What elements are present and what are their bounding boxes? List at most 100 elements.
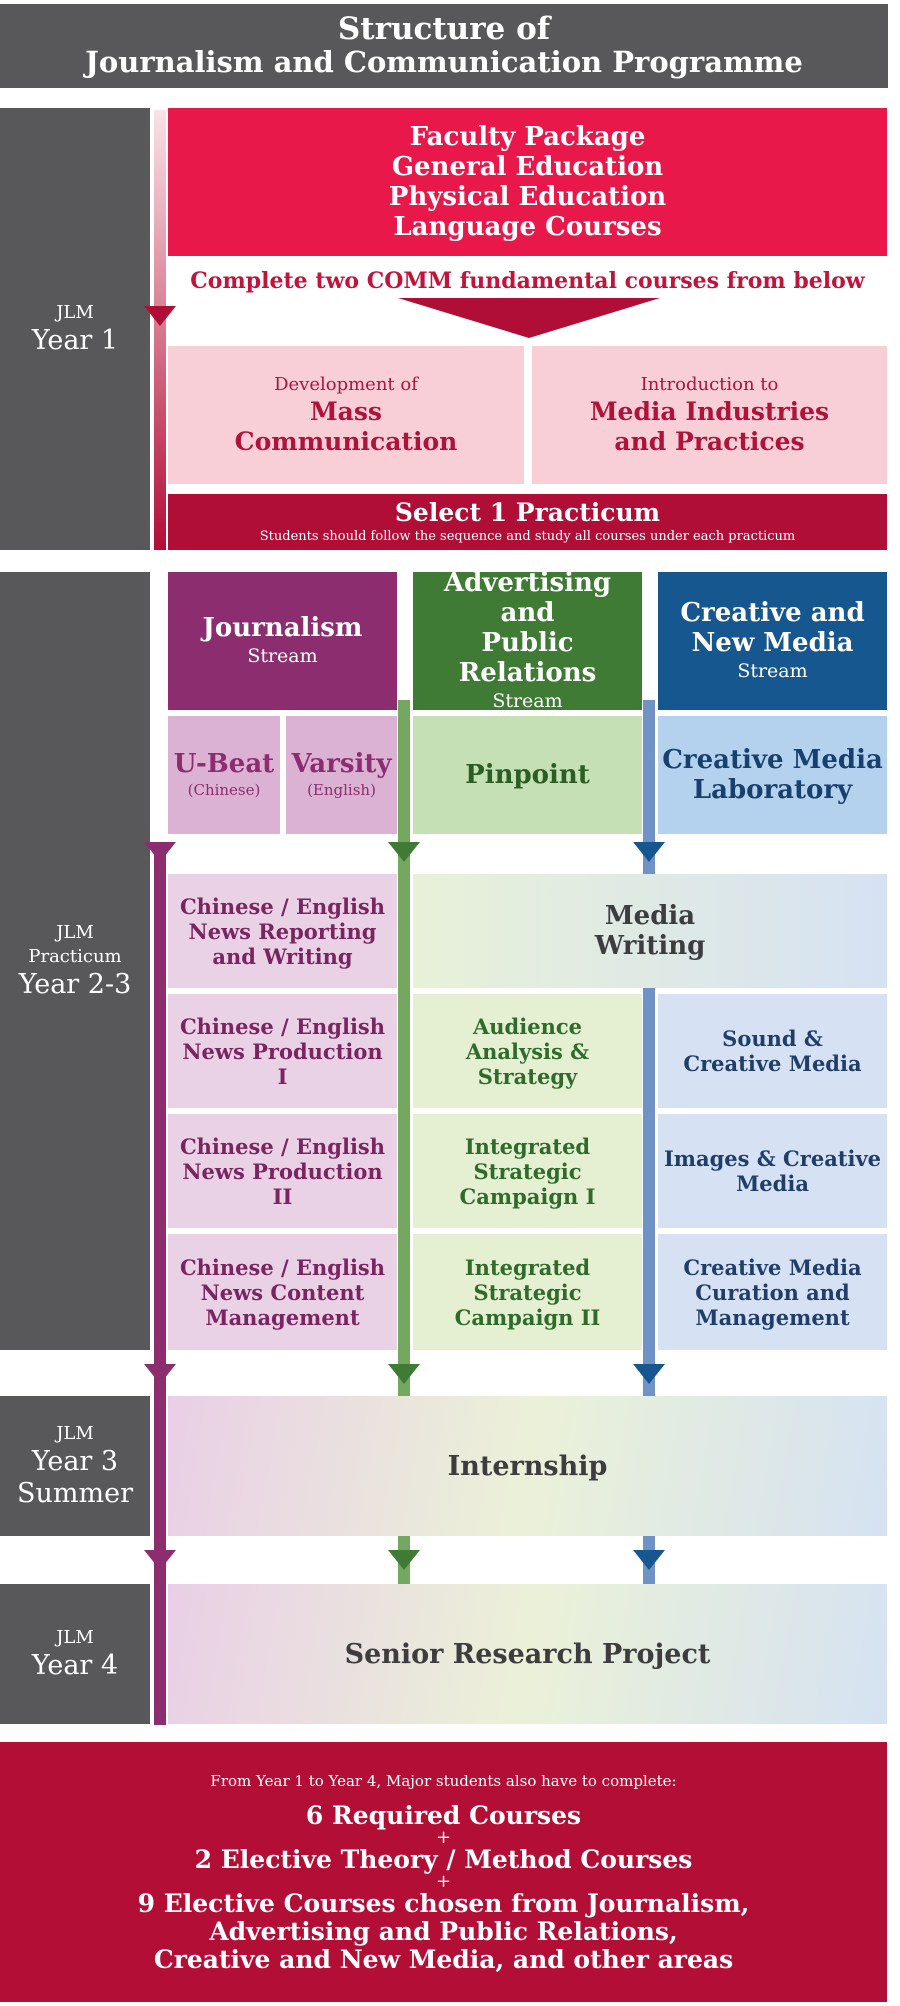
journalism-arrow-icon: [144, 1364, 176, 1384]
year3s-summer: Summer: [17, 1478, 133, 1509]
practicum-language: (English): [307, 781, 376, 799]
advertising-arrow-icon: [388, 1364, 420, 1384]
year4-label: JLM Year 4: [0, 1584, 150, 1724]
practicum-language: (Chinese): [187, 781, 261, 799]
select-practicum-note: Students should follow the sequence and …: [259, 529, 796, 544]
course-line: Chinese / English: [179, 1133, 386, 1159]
course-line: Integrated Strategic: [464, 1254, 591, 1305]
year1-flow-rail: [154, 110, 166, 550]
elective-courses-line: 9 Elective Courses chosen from Journalis…: [137, 1889, 750, 1918]
year23-title: Year 2-3: [18, 969, 132, 1000]
course-line: Analysis & Strategy: [465, 1038, 590, 1089]
stream-label: Stream: [492, 690, 563, 712]
media-writing-course: Media Writing: [413, 874, 887, 988]
major-requirements-box: From Year 1 to Year 4, Major students al…: [0, 1742, 887, 2002]
course-line: I: [277, 1063, 288, 1089]
course-line: Chinese / English: [179, 1013, 386, 1039]
title-line-1: Structure of: [337, 11, 551, 47]
journalism-course-1: Chinese / English News Reporting and Wri…: [168, 874, 397, 988]
comm-course-title: Communication: [234, 427, 458, 456]
course-line: News Production: [182, 1158, 383, 1184]
course-line: Audience: [473, 1013, 582, 1039]
course-line: Integrated Strategic: [464, 1133, 591, 1184]
practicum-name: Varsity: [291, 749, 392, 779]
year3s-prefix: JLM: [56, 1423, 94, 1444]
funnel-arrow-icon: [398, 298, 660, 338]
title-line-2: Journalism and Communication Programme: [85, 45, 803, 79]
year1-label: JLM Year 1: [0, 108, 150, 550]
creative-course-1: Sound & Creative Media: [658, 994, 887, 1108]
practicum-creative-media-lab: Creative Media Laboratory: [658, 716, 887, 834]
course-line: Management: [205, 1304, 360, 1330]
course-line: News Content: [200, 1279, 365, 1305]
course-line: News Reporting: [188, 918, 377, 944]
practicum-varsity: Varsity (English): [286, 716, 397, 834]
course-line: Management: [695, 1304, 850, 1330]
language-courses-item: Language Courses: [393, 212, 662, 242]
advertising-arrow-icon: [388, 1550, 420, 1570]
advertising-arrow-icon: [388, 842, 420, 862]
course-line: Chinese / English: [179, 893, 386, 919]
advertising-course-1: Audience Analysis & Strategy: [413, 994, 642, 1108]
stream-name: Public Relations: [458, 628, 597, 688]
year23-prefix: JLM: [56, 922, 94, 943]
physical-education-item: Physical Education: [388, 182, 667, 212]
stream-name: Creative and: [680, 598, 865, 628]
comm-course-prefix: Introduction to: [640, 374, 779, 395]
comm-course-prefix: Development of: [274, 374, 418, 395]
senior-project-label: Senior Research Project: [344, 1638, 711, 1670]
stream-name: Journalism: [202, 613, 363, 643]
faculty-package-box: Faculty Package General Education Physic…: [168, 108, 887, 256]
elective-courses-line: Advertising and Public Relations,: [209, 1917, 678, 1946]
course-line: Writing: [594, 931, 706, 961]
comm-fundamental-note: Complete two COMM fundamental courses fr…: [190, 268, 865, 294]
course-line: Campaign II: [454, 1304, 601, 1330]
stream-label: Stream: [737, 660, 808, 682]
practicum-pinpoint: Pinpoint: [413, 716, 642, 834]
elective-courses-line: Creative and New Media, and other areas: [153, 1945, 734, 1974]
senior-research-project-box: Senior Research Project: [168, 1584, 887, 1724]
creative-stream-header: Creative and New Media Stream: [658, 572, 887, 710]
comm-course-title: Mass: [309, 397, 383, 426]
course-line: II: [272, 1183, 293, 1209]
stream-name: New Media: [691, 628, 854, 658]
year1-prefix: JLM: [56, 302, 94, 323]
internship-label: Internship: [447, 1450, 608, 1482]
course-line: Media: [736, 1171, 809, 1196]
course-line: Curation and: [695, 1279, 850, 1305]
select-practicum-title: Select 1 Practicum: [394, 498, 661, 527]
advertising-course-3: Integrated Strategic Campaign II: [413, 1234, 642, 1350]
year4-title: Year 4: [31, 1650, 119, 1681]
practicum-name: Creative Media: [662, 745, 883, 775]
creative-course-3: Creative Media Curation and Management: [658, 1234, 887, 1350]
course-line: Media: [604, 901, 696, 931]
elective-theory-courses: 2 Elective Theory / Method Courses: [194, 1845, 693, 1874]
faculty-package-item: Faculty Package: [409, 122, 646, 152]
course-line: Creative Media: [683, 1051, 862, 1076]
journalism-course-4: Chinese / English News Content Managemen…: [168, 1234, 397, 1350]
journalism-flow-rail: [154, 850, 166, 1725]
year1-title: Year 1: [31, 325, 119, 356]
page-title: Structure of Journalism and Communicatio…: [0, 4, 888, 88]
course-line: Chinese / English: [179, 1254, 386, 1280]
journalism-course-2: Chinese / English News Production I: [168, 994, 397, 1108]
course-line: Sound &: [722, 1026, 823, 1051]
stream-name: Advertising and: [443, 568, 612, 628]
journalism-arrow-icon: [144, 1550, 176, 1570]
journalism-course-3: Chinese / English News Production II: [168, 1114, 397, 1228]
creative-arrow-icon: [633, 1550, 665, 1570]
practicum-ubeat: U-Beat (Chinese): [168, 716, 280, 834]
journalism-stream-header: Journalism Stream: [168, 572, 397, 710]
year23-practicum: Practicum: [28, 946, 122, 967]
practicum-name: Laboratory: [692, 775, 853, 805]
practicum-name: Pinpoint: [465, 760, 590, 790]
creative-course-2: Images & Creative Media: [658, 1114, 887, 1228]
year1-arrow-icon: [144, 306, 176, 326]
required-courses: 6 Required Courses: [305, 1801, 582, 1830]
year3-summer-label: JLM Year 3 Summer: [0, 1396, 150, 1536]
course-line: News Production: [182, 1038, 383, 1064]
general-education-item: General Education: [391, 152, 664, 182]
year4-prefix: JLM: [56, 1627, 94, 1648]
comm-course-title: and Practices: [614, 427, 805, 456]
creative-arrow-icon: [633, 842, 665, 862]
